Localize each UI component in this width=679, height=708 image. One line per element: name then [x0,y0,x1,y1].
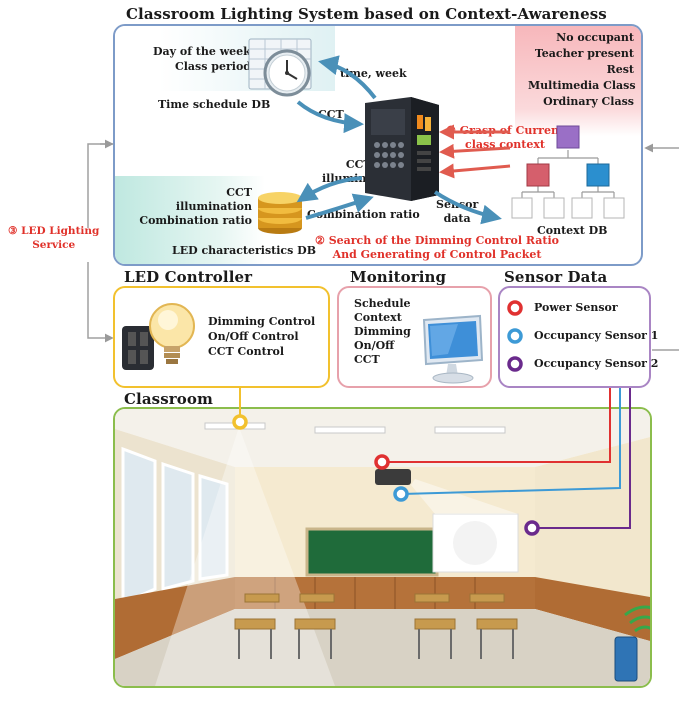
classroom-illustration [115,409,650,686]
monitoring-title: Monitoring [350,268,447,286]
occupancy-sensor-2-marker [507,356,523,372]
power-sensor-label: Power Sensor [534,301,618,314]
classroom-title: Classroom [124,390,213,408]
context-list-backdrop [515,26,641,136]
context-item: Rest [606,63,634,76]
light-bulb-switch-icon [122,303,195,370]
led-db-field: illumination [175,200,252,213]
sensor-markers [507,300,523,372]
context-list: No occupant Teacher present Rest Multime… [528,30,636,110]
occupancy-sensor-1-label: Occupancy Sensor 1 [534,329,659,342]
class-period-label: Class period [175,60,251,73]
day-of-week-label: Day of the week [153,45,251,58]
occupancy-sensor-2-label: Occupancy Sensor 2 [534,357,659,370]
combination-ratio-label: Combination ratio [307,208,420,221]
sensor-data-panel [498,286,651,388]
context-db-label: Context DB [537,224,608,237]
context-system-panel [113,24,643,266]
monitoring-item: Schedule [354,297,411,310]
led-lighting-service-label: ③ LED Lighting Service [8,225,100,251]
led-db-fields: CCT illumination Combination ratio [128,186,252,228]
led-controller-title: LED Controller [124,268,253,286]
led-db-field: CCT [226,186,252,199]
time-schedule-db-label: Time schedule DB [158,98,271,111]
monitoring-item: Dimming [354,325,411,338]
context-item: Multimedia Class [528,79,636,92]
time-schedule-db-icon [248,38,312,97]
database-icon [258,192,302,234]
occupancy-sensor-1-marker [507,328,523,344]
arrow-service-loop-top [87,143,113,228]
sensor-data-title: Sensor Data [504,268,608,286]
led-controller-items: Dimming Control On/Off Control CCT Contr… [208,314,315,359]
context-item: No occupant [556,31,634,44]
search-dimming-label: ② Search of the Dimming Control Ratio An… [315,234,560,261]
blackboard [305,527,439,577]
time-week-label: time, week [340,67,407,80]
monitor-icon [422,314,484,384]
sensor-data-flow-label: Sensor data [436,198,479,225]
context-db-tree-icon [511,125,625,219]
context-item: Teacher present [534,47,634,60]
controller-item: On/Off Control [208,330,299,343]
led-db-backdrop [115,176,265,264]
controller-item: Dimming Control [208,315,316,328]
router-icon [614,636,638,682]
led-db-field: Combination ratio [139,214,252,227]
context-item: Ordinary Class [543,95,634,108]
monitoring-item: Context [354,311,402,324]
cct-label: CCT [318,108,344,121]
power-sensor-marker [507,300,523,316]
projector [375,469,411,485]
arrow-service-loop-bottom [87,262,114,343]
server-icon [365,97,439,201]
classroom-panel [113,407,652,688]
context-system-title: Classroom Lighting System based on Conte… [126,5,607,23]
controller-item: CCT Control [208,345,285,358]
monitoring-items: Schedule Context Dimming On/Off CCT [354,297,411,367]
monitoring-item: CCT [354,353,380,366]
led-characteristics-db-label: LED characteristics DB [172,244,316,257]
monitoring-item: On/Off [354,339,395,352]
